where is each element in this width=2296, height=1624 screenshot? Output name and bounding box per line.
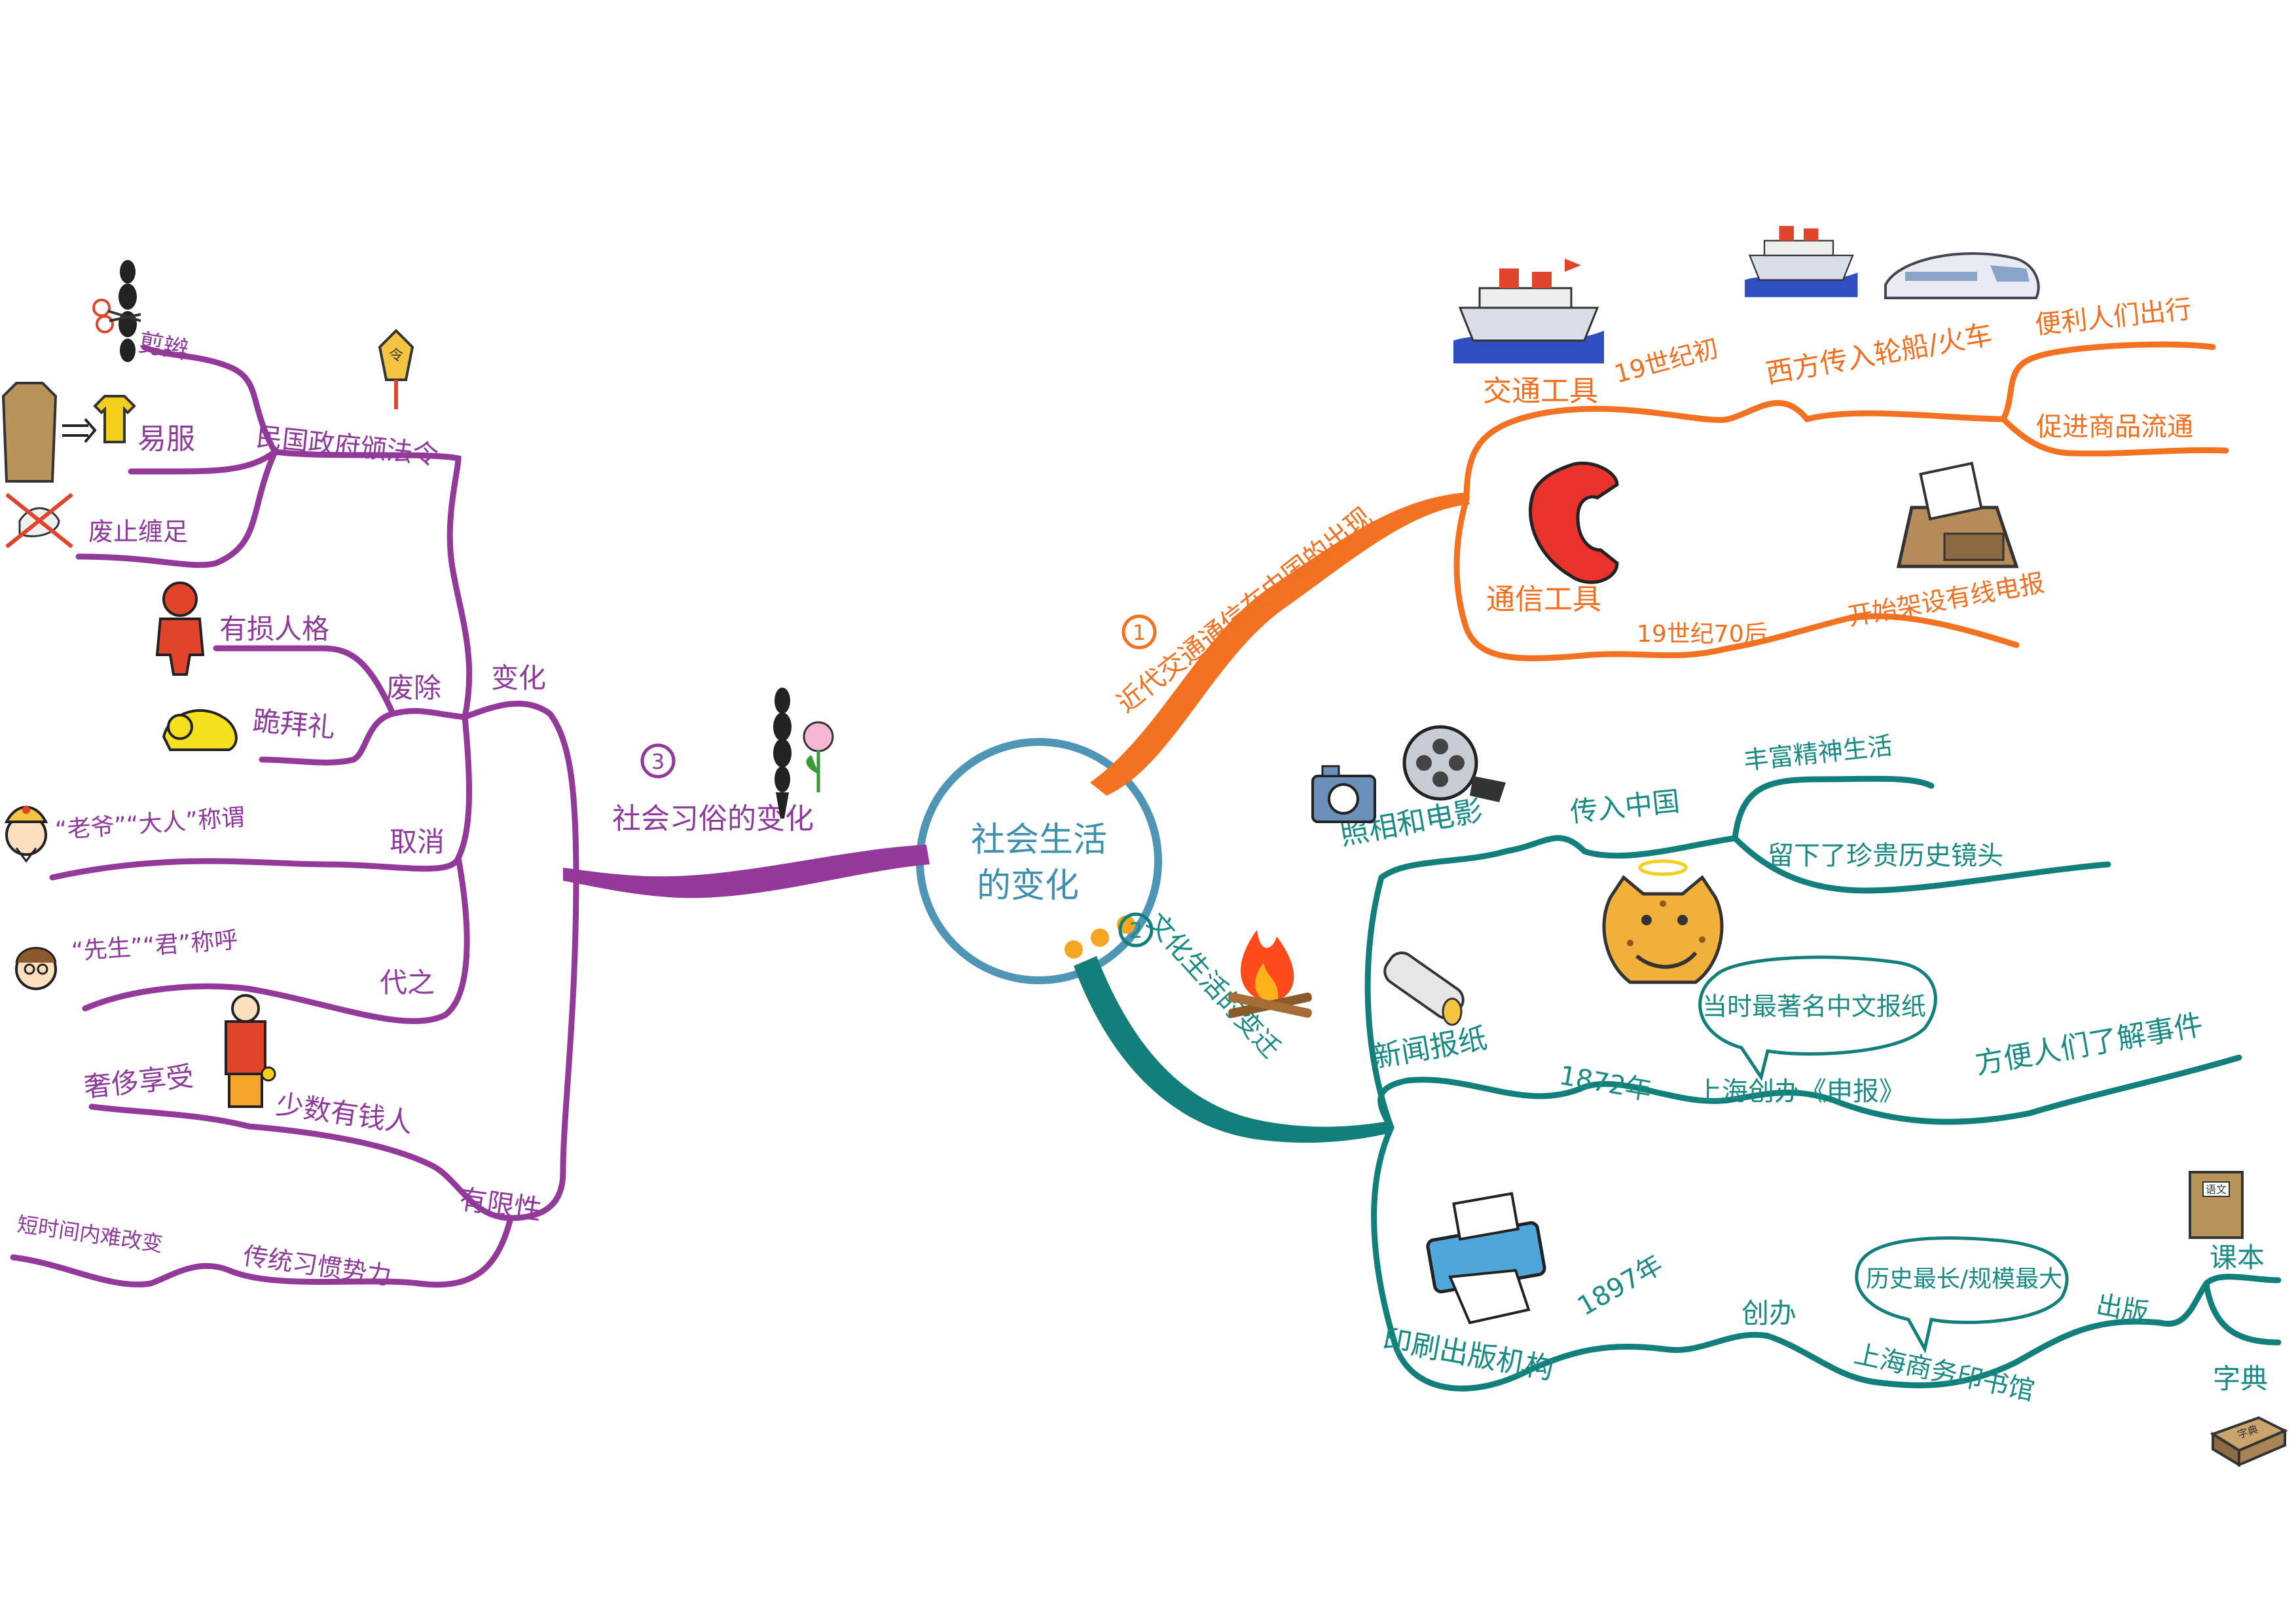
transport-time: 19世纪初 <box>1611 333 1721 389</box>
decree-sign-text: 令 <box>389 348 403 364</box>
ship-icon <box>1453 259 1604 363</box>
braid-icon <box>773 688 792 819</box>
decree-sign-icon: 令 <box>378 329 414 409</box>
note-bubble-newspaper <box>1698 955 1937 1082</box>
cancel-label: 取消 <box>390 826 445 858</box>
branch3-trunk <box>563 845 930 898</box>
central-title-line1: 社会生活 <box>971 821 1107 860</box>
dictionary-icon: 字典 <box>2210 1416 2288 1467</box>
central-title-line2: 的变化 <box>977 866 1079 906</box>
photo-effect-2: 留下了珍贵历史镜头 <box>1768 841 2003 871</box>
product-textbook: 课本 <box>2210 1242 2265 1274</box>
change-label: 变化 <box>491 662 546 694</box>
branch3-lines <box>10 344 579 1288</box>
printing-note: 历史最长/规模最大 <box>1866 1266 2062 1293</box>
flower-icon <box>803 721 834 792</box>
train-icon <box>1884 252 2040 299</box>
replace-label: 代之 <box>380 967 435 999</box>
abolish-label: 废除 <box>386 672 441 704</box>
central-node: 社会生活 的变化 <box>916 738 1162 984</box>
decree-label: 民国政府颁法令 <box>255 422 440 471</box>
camera-icon <box>1311 765 1376 823</box>
newspaper-effect: 方便人们了解事件 <box>1973 1008 2206 1080</box>
abolish-item-1: 有损人格 <box>219 613 329 645</box>
limit-label: 有限性 <box>458 1183 544 1226</box>
printing-time: 1897年 <box>1573 1249 1668 1322</box>
gentleman-face-icon <box>15 947 57 990</box>
branch1-number-circle <box>1121 614 1157 650</box>
official-face-icon <box>4 805 48 863</box>
communication-label: 通信工具 <box>1486 583 1601 616</box>
campfire-icon <box>1228 930 1312 1018</box>
limit-rich-item: 奢侈享受 <box>82 1060 195 1103</box>
newspaper-note: 当时最著名中文报纸 <box>1702 992 1926 1021</box>
telegraph-icon <box>1896 462 2019 568</box>
robe-icon <box>1 382 58 483</box>
cancel-item: “老爷”“大人”称谓 <box>54 804 246 844</box>
branch1-trunk <box>1090 492 1470 796</box>
printer-icon <box>1426 1192 1546 1325</box>
branch2-lines <box>1364 775 2282 1392</box>
replace-item: “先生”“君”称呼 <box>71 927 239 965</box>
branch2-number: 2 <box>1129 918 1142 943</box>
leopard-mascot-icon <box>1602 859 1724 984</box>
branch1-lines <box>1453 341 2229 661</box>
textbook-icon: 语文 <box>2189 1171 2244 1239</box>
cut-braid-icon <box>92 260 141 362</box>
communication-time: 19世纪70后 <box>1637 621 1768 648</box>
kneeling-figure-icon <box>162 709 238 751</box>
decree-item-footbinding: 废止缠足 <box>88 517 188 546</box>
film-reel-icon <box>1402 725 1506 802</box>
branch2-number-circle <box>1118 912 1154 948</box>
printing-verb: 创办 <box>1741 1297 1796 1329</box>
telephone-icon <box>1529 461 1619 584</box>
newspaper-roll-icon <box>1383 951 1465 1026</box>
decree-item-queue: 剪辫 <box>136 328 191 365</box>
broken-figure-icon <box>155 581 205 676</box>
rich-man-icon <box>225 994 276 1108</box>
printing-org: 上海商务印书馆 <box>1851 1339 2037 1407</box>
limit-tradition-item: 短时间内难改变 <box>16 1211 164 1257</box>
shirt-icon <box>93 395 136 443</box>
communication-event: 开始架设有线电报 <box>1846 568 2047 631</box>
newspaper-label: 新闻报纸 <box>1370 1022 1489 1075</box>
transport-event: 西方传入轮船/火车 <box>1763 318 1994 390</box>
branch1-title: 近代交通通信在中国的出现 <box>1112 502 1378 719</box>
branch2-labels: 文化生活的变迁 2 照相和电影 传入中国 丰富精神生活 留下了珍贵历史镜头 新闻… <box>1118 731 2268 1407</box>
branch1-number: 1 <box>1133 620 1146 645</box>
photo-event: 传入中国 <box>1569 785 1681 828</box>
textbook-cover-text: 语文 <box>2206 1183 2227 1196</box>
printing-label: 印刷出版机构 <box>1380 1323 1556 1386</box>
decree-item-clothing: 易服 <box>137 422 195 456</box>
branch3-number-circle <box>640 743 676 779</box>
transport-effect-1: 便利人们出行 <box>2033 294 2193 341</box>
photo-effect-1: 丰富精神生活 <box>1742 731 1893 775</box>
branch3-number: 3 <box>651 749 665 774</box>
note-bubble-printing <box>1855 1236 2069 1354</box>
arrow-icon <box>62 418 97 443</box>
transport-effect-2: 促进商品流通 <box>2036 412 2193 442</box>
newspaper-event: 上海创办《申报》 <box>1696 1077 1905 1107</box>
abolish-item-2: 跪拜礼 <box>251 705 337 744</box>
newspaper-time: 1872年 <box>1557 1061 1654 1107</box>
branch2-trunk <box>1074 956 1391 1143</box>
no-footbinding-icon <box>5 492 73 549</box>
product-dictionary: 字典 <box>2213 1363 2268 1395</box>
transport-label: 交通工具 <box>1483 375 1598 408</box>
ship-icon-2 <box>1745 226 1858 297</box>
